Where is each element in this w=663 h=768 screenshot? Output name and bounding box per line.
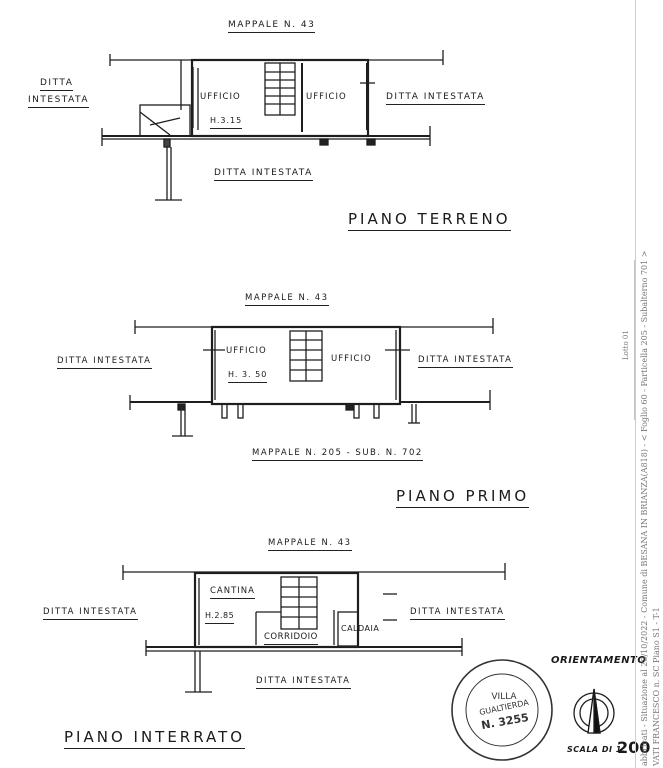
scale-value: 200 [617, 738, 651, 757]
terreno-room-ufficio-2: UFFICIO [306, 92, 347, 102]
interrato-left-label: DITTA INTESTATA [43, 607, 138, 620]
terreno-room-height: H.3.15 [210, 116, 243, 129]
interrato-right-label: DITTA INTESTATA [410, 607, 505, 620]
interrato-room-cantina: CANTINA [210, 586, 255, 599]
interrato-room-height: H.2.85 [205, 611, 235, 624]
surveyor-stamp: VILLA GUALTIERDA N. 3255 [452, 660, 552, 760]
side-text-lotto: Lotto 01 [622, 330, 630, 360]
terreno-bottom-label: DITTA INTESTATA [214, 168, 313, 181]
interrato-top-label: MAPPALE N. 43 [268, 538, 352, 551]
floor-title-piano-primo: PIANO PRIMO [396, 487, 530, 508]
primo-bottom-label: MAPPALE N. 205 - SUB. N. 702 [252, 448, 423, 461]
orientation-label: ORIENTAMENTO [551, 655, 647, 666]
floor-title-piano-terreno: PIANO TERRENO [348, 210, 511, 231]
primo-room-ufficio-2: UFFICIO [331, 354, 372, 364]
plan-piano-interrato [122, 563, 506, 693]
primo-room-height: H. 3. 50 [228, 370, 268, 383]
side-text-intestatario: VATI FRANCESCO n. SC Piano S1 - T-1 [652, 607, 661, 766]
scale-label: SCALA DI 1: [567, 745, 626, 754]
compass-rose-icon [573, 688, 615, 734]
plan-piano-terreno [101, 50, 444, 201]
stamp-seal [451, 659, 553, 761]
terreno-top-label: MAPPALE N. 43 [228, 20, 316, 33]
interrato-room-caldaia: CALDAIA [341, 624, 380, 633]
terreno-left-label-2: INTESTATA [28, 95, 89, 108]
primo-room-ufficio-1: UFFICIO [226, 346, 267, 356]
side-text-situazione: abbricati - Situazione al 28/10/2022 - C… [640, 250, 649, 766]
plan-piano-primo [129, 318, 494, 437]
terreno-right-label: DITTA INTESTATA [386, 92, 485, 105]
primo-right-label: DITTA INTESTATA [418, 355, 513, 368]
terreno-left-label-1: DITTA [40, 78, 74, 91]
primo-top-label: MAPPALE N. 43 [245, 293, 329, 306]
primo-left-label: DITTA INTESTATA [57, 356, 152, 369]
interrato-room-corridoio: CORRIDOIO [264, 632, 318, 645]
terreno-room-ufficio-1: UFFICIO [200, 92, 241, 102]
interrato-bottom-label: DITTA INTESTATA [256, 676, 351, 689]
side-separator [635, 0, 636, 768]
floor-title-piano-interrato: PIANO INTERRATO [64, 728, 246, 749]
stamp-line1: VILLA [491, 692, 517, 702]
